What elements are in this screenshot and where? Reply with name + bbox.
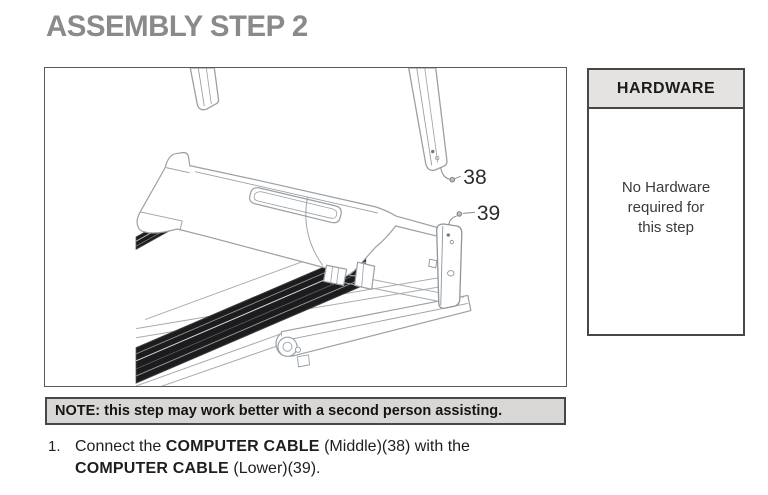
hardware-body-line: this step bbox=[638, 218, 694, 236]
hardware-body-line: required for bbox=[627, 198, 705, 216]
left-post bbox=[189, 68, 220, 111]
hardware-panel: HARDWARE No Hardware required for this s… bbox=[587, 68, 745, 336]
cable-connector-39 bbox=[456, 211, 463, 217]
callout-39: 39 bbox=[448, 202, 500, 226]
hardware-panel-title: HARDWARE bbox=[589, 70, 743, 109]
instruction-number: 1. bbox=[48, 438, 61, 455]
hood-handle-slot bbox=[249, 187, 342, 224]
right-post bbox=[408, 68, 448, 172]
lower-cross-bar bbox=[275, 294, 472, 368]
instruction-item: 1. Connect the COMPUTER CABLE (Middle)(3… bbox=[48, 436, 518, 480]
callout-39-label: 39 bbox=[477, 202, 500, 225]
upright-posts bbox=[189, 68, 448, 172]
assembly-diagram-frame: 38 39 bbox=[44, 67, 567, 387]
note-text: NOTE: this step may work better with a s… bbox=[55, 403, 503, 419]
lower-frame-lines bbox=[136, 333, 287, 386]
instruction-part-name: COMPUTER CABLE bbox=[75, 460, 229, 477]
hood-right-foot bbox=[322, 264, 348, 286]
rail-end-cap bbox=[353, 261, 376, 290]
callout-38: 38 bbox=[440, 166, 487, 189]
instruction-segment: (Middle)(38) with the bbox=[319, 438, 470, 455]
instruction-text: Connect the COMPUTER CABLE (Middle)(38) … bbox=[75, 436, 518, 480]
instruction-part-name: COMPUTER CABLE bbox=[165, 438, 320, 455]
instruction-segment: (Lower)(39). bbox=[228, 460, 321, 477]
treadmill-line-art: 38 39 bbox=[135, 68, 500, 386]
upright-bracket bbox=[428, 223, 463, 309]
instruction-segment: Connect the bbox=[75, 438, 166, 455]
cable-connector-38 bbox=[449, 176, 455, 183]
note-banner: NOTE: this step may work better with a s… bbox=[45, 397, 566, 425]
motor-hood bbox=[136, 151, 444, 290]
page-title: ASSEMBLY STEP 2 bbox=[46, 10, 308, 43]
callout-38-label: 38 bbox=[463, 166, 486, 189]
hardware-panel-body: No Hardware required for this step bbox=[589, 109, 743, 334]
hardware-body-line: No Hardware bbox=[621, 178, 711, 196]
transport-wheel bbox=[277, 336, 298, 357]
